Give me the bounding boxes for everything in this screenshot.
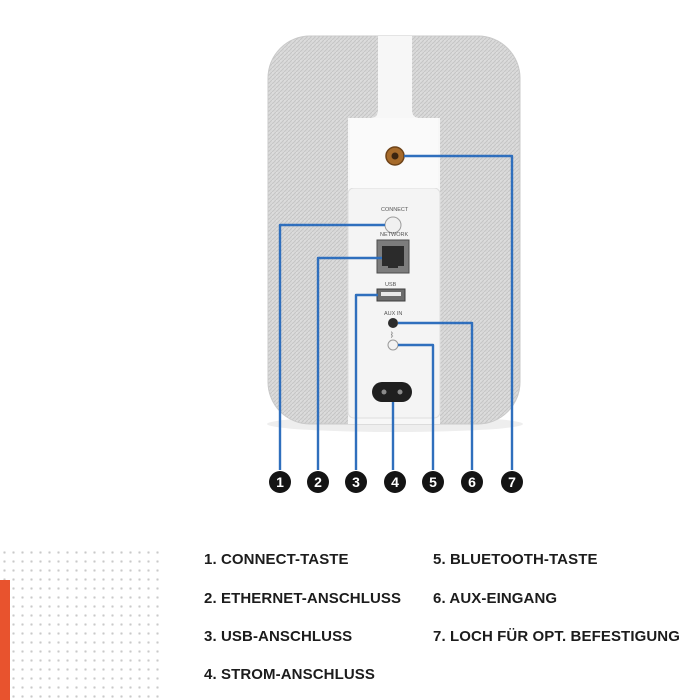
legend-item-mount-hole: 7. LOCH FÜR OPT. BEFESTIGUNG bbox=[433, 628, 680, 645]
network-port-label: NETWORK bbox=[380, 232, 408, 238]
mount-hole-center bbox=[391, 152, 399, 160]
svg-text:1: 1 bbox=[276, 474, 284, 490]
connect-button bbox=[384, 216, 402, 234]
legend-item-ethernet: 2. ETHERNET-ANSCHLUSS bbox=[204, 590, 402, 607]
callout-badge-6: 6 bbox=[461, 471, 483, 493]
legend-item-usb: 3. USB-ANSCHLUSS bbox=[204, 628, 353, 645]
callout-line-1 bbox=[278, 223, 385, 470]
connect-port-label: CONNECT bbox=[381, 207, 409, 213]
power-socket-pin-right bbox=[397, 389, 403, 395]
accent-bar bbox=[0, 580, 10, 700]
svg-text:3: 3 bbox=[352, 474, 360, 490]
ethernet-port-clip bbox=[388, 263, 398, 268]
legend-item-aux: 6. AUX-EINGANG bbox=[433, 590, 558, 607]
svg-text:6: 6 bbox=[468, 474, 476, 490]
callout-badge-3: 3 bbox=[345, 471, 367, 493]
ethernet-port-socket bbox=[382, 246, 404, 266]
legend-item-connect: 1. CONNECT-TASTE bbox=[204, 551, 349, 568]
power-socket bbox=[372, 382, 412, 402]
bluetooth-symbol-icon: ᛒ bbox=[390, 331, 394, 339]
bluetooth-button bbox=[387, 339, 399, 351]
callout-line-2 bbox=[316, 256, 382, 470]
callout-badge-1: 1 bbox=[269, 471, 291, 493]
svg-text:5: 5 bbox=[429, 474, 437, 490]
aux-port-label: AUX IN bbox=[384, 311, 402, 317]
callout-line-7 bbox=[404, 154, 514, 470]
callout-line-6 bbox=[398, 321, 474, 470]
svg-text:4: 4 bbox=[391, 474, 399, 490]
callout-badge-7: 7 bbox=[501, 471, 523, 493]
aux-jack bbox=[388, 318, 398, 328]
usb-port-label: USB bbox=[385, 282, 397, 288]
usb-port-tongue bbox=[381, 292, 401, 296]
callout-line-3 bbox=[354, 293, 378, 470]
callout-badge-2: 2 bbox=[307, 471, 329, 493]
callout-badge-5: 5 bbox=[422, 471, 444, 493]
callout-lines bbox=[278, 154, 514, 470]
legend-item-bluetooth: 5. BLUETOOTH-TASTE bbox=[433, 551, 598, 568]
svg-text:2: 2 bbox=[314, 474, 322, 490]
svg-text:7: 7 bbox=[508, 474, 516, 490]
callout-line-5 bbox=[398, 343, 435, 470]
legend-item-power: 4. STROM-ANSCHLUSS bbox=[204, 666, 375, 683]
callout-badge-4: 4 bbox=[384, 471, 406, 493]
power-socket-pin-left bbox=[381, 389, 387, 395]
dot-pattern-decoration bbox=[0, 548, 160, 700]
